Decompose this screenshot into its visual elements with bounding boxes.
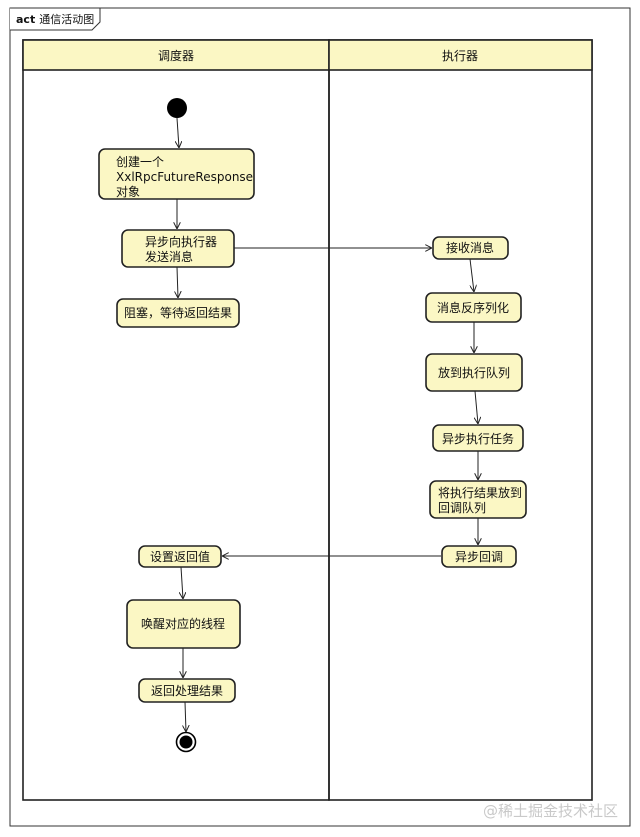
- edge-return-end: [185, 701, 186, 732]
- node-put-result: 将执行结果放到回调队列: [429, 480, 527, 519]
- svg-text:接收消息: 接收消息: [446, 240, 494, 255]
- svg-text:阻塞，等待返回结果: 阻塞，等待返回结果: [124, 305, 232, 320]
- edge-receive-deserialize: [469, 258, 474, 292]
- edge-send-block: [177, 266, 178, 298]
- lane-scheduler-label: 调度器: [158, 48, 194, 63]
- end-node: [175, 731, 197, 753]
- swimlanes: 调度器 执行器: [22, 39, 593, 801]
- edge-enqueue-exec: [475, 390, 478, 424]
- svg-text:放到执行队列: 放到执行队列: [438, 365, 510, 380]
- node-async-send: 异步向执行器发送消息: [121, 229, 235, 268]
- svg-text:异步向执行器发送消息: 异步向执行器发送消息: [145, 234, 217, 264]
- node-async-exec: 异步执行任务: [432, 424, 524, 452]
- lane-executor-label: 执行器: [442, 49, 478, 63]
- node-enqueue: 放到执行队列: [425, 353, 523, 392]
- lane-executor-header: [328, 39, 593, 71]
- node-wake-thread: 唤醒对应的线程: [126, 599, 241, 649]
- node-block-wait: 阻塞，等待返回结果: [116, 298, 240, 328]
- svg-text:将执行结果放到回调队列: 将执行结果放到回调队列: [438, 485, 522, 515]
- node-set-return: 设置返回值: [138, 545, 222, 568]
- edge-start-create: [177, 117, 179, 148]
- svg-text:消息反序列化: 消息反序列化: [437, 300, 509, 315]
- frame-title-tab: [10, 7, 101, 31]
- node-async-callback: 异步回调: [441, 545, 517, 568]
- lane-scheduler-header: [22, 39, 330, 71]
- svg-text:异步回调: 异步回调: [455, 550, 503, 564]
- node-return-result: 返回处理结果: [138, 678, 236, 703]
- lane-executor: [328, 39, 593, 801]
- svg-text:异步执行任务: 异步执行任务: [442, 431, 514, 446]
- start-node: [167, 98, 187, 118]
- svg-text:返回处理结果: 返回处理结果: [151, 684, 223, 698]
- diagram-frame: [9, 7, 631, 827]
- svg-text:设置返回值: 设置返回值: [150, 549, 210, 564]
- edge-set-wake: [181, 566, 183, 599]
- watermark: @稀土掘金技术社区: [482, 802, 618, 820]
- node-deserialize: 消息反序列化: [425, 292, 522, 323]
- node-receive: 接收消息: [432, 236, 509, 260]
- svg-text:唤醒对应的线程: 唤醒对应的线程: [141, 616, 225, 631]
- edges: [177, 117, 478, 732]
